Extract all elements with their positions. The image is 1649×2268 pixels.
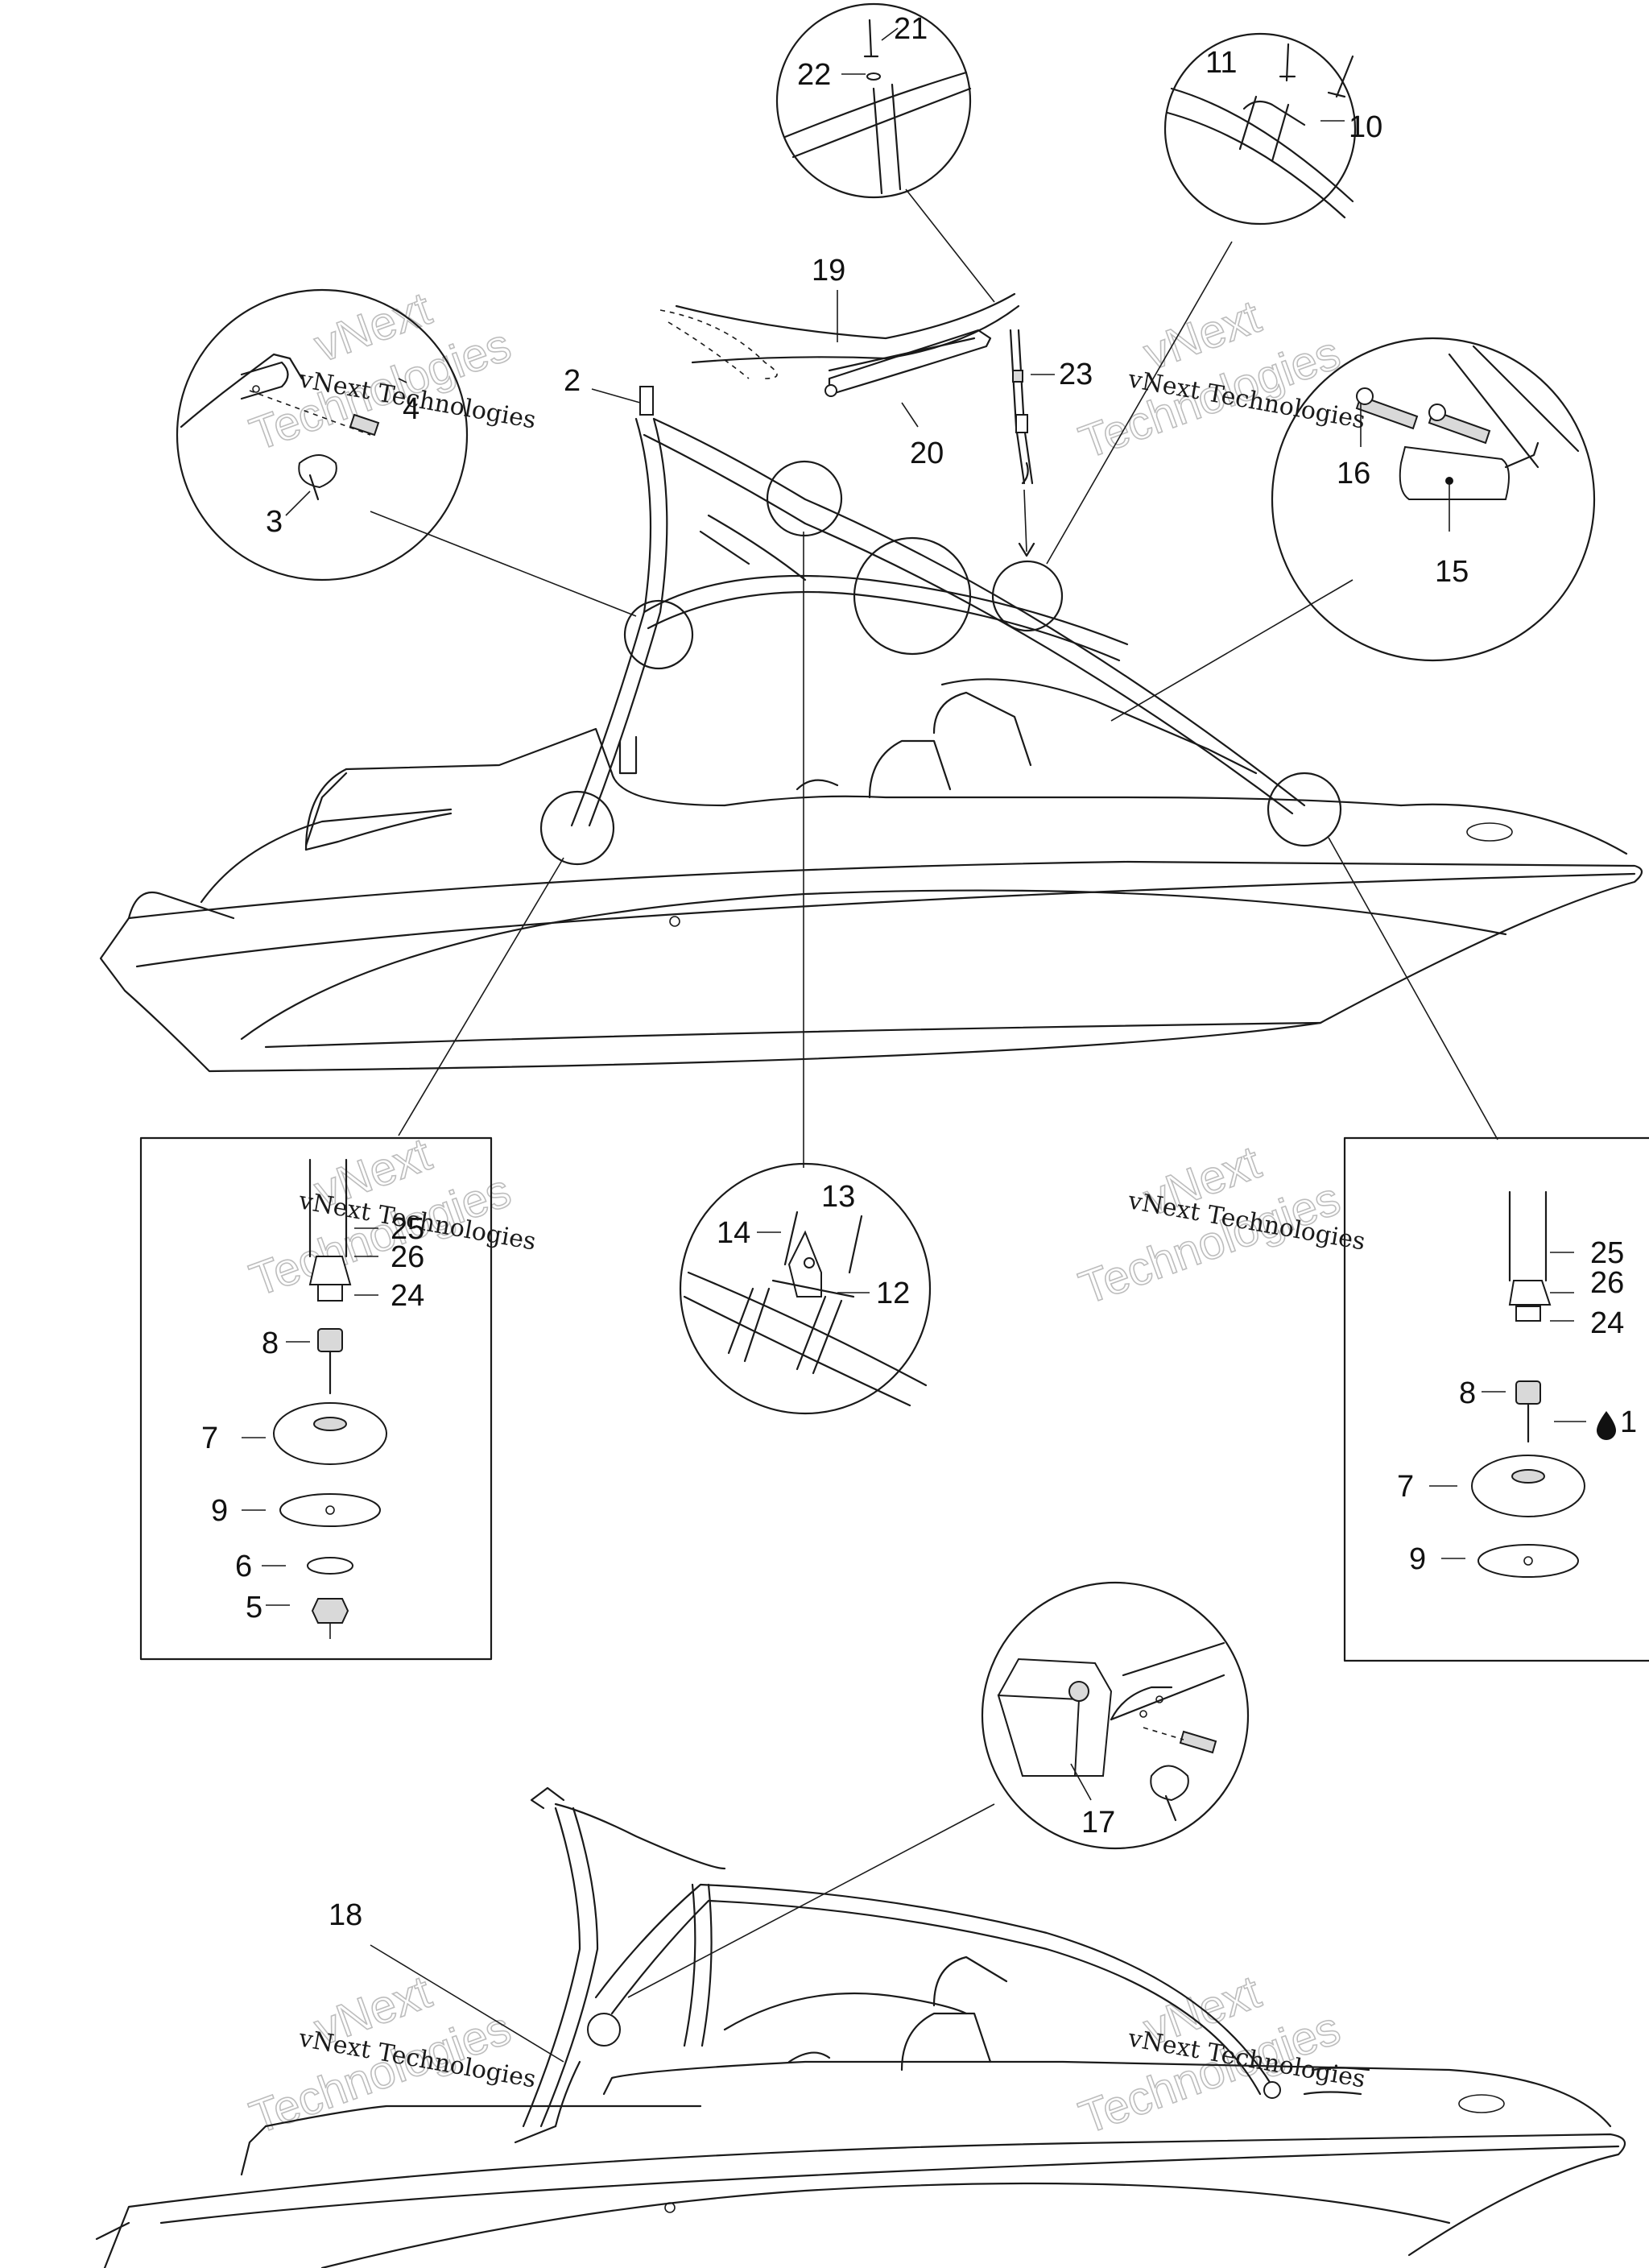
loctite-drop-icon — [1597, 1411, 1616, 1440]
callout-25: 25 — [1590, 1236, 1624, 1270]
detail-knob-bracket: 3 4 — [176, 288, 469, 581]
boat-top-view — [99, 386, 1643, 1073]
detail-ring — [766, 460, 843, 537]
callout-24: 24 — [391, 1279, 424, 1313]
leader-lines — [370, 188, 1498, 1168]
callout-4: 4 — [403, 392, 419, 426]
callout-10: 10 — [1349, 110, 1382, 144]
callout-26: 26 — [391, 1240, 424, 1274]
detail-bracket-rivets: 13 14 12 — [679, 1162, 932, 1415]
callout-23: 23 — [1059, 358, 1093, 391]
callout-8: 8 — [1459, 1376, 1476, 1410]
detail-ring — [853, 536, 972, 656]
callout-25: 25 — [391, 1212, 424, 1246]
callout-17: 17 — [1081, 1806, 1115, 1840]
bimini-top-parts: 19 20 23 2 — [564, 254, 1093, 557]
detail-box-left: 25 26 24 8 7 9 6 5 — [139, 1136, 493, 1661]
callout-19: 19 — [812, 254, 845, 288]
callout-20: 20 — [910, 437, 944, 470]
boat-bottom-view: 18 — [95, 1786, 1626, 2268]
callout-15: 15 — [1435, 555, 1469, 589]
detail-rivet-top: 21 22 — [775, 2, 972, 199]
callout-14: 14 — [717, 1216, 750, 1250]
detail-ring — [539, 790, 615, 866]
callout-12: 12 — [876, 1277, 910, 1310]
detail-mirror: 16 15 — [1271, 337, 1596, 662]
callout-11: 11 — [1205, 46, 1237, 80]
callout-2: 2 — [564, 364, 581, 398]
callout-16: 16 — [1337, 457, 1370, 490]
detail-clip-rivets: 11 10 — [1163, 32, 1382, 226]
callout-7: 7 — [201, 1422, 218, 1455]
callout-1: 1 — [1620, 1405, 1637, 1439]
callout-22: 22 — [797, 58, 831, 92]
detail-ring — [991, 560, 1064, 632]
callout-9: 9 — [1409, 1542, 1426, 1576]
detail-pad-knob: 17 — [981, 1581, 1250, 1850]
callout-5: 5 — [246, 1591, 262, 1624]
detail-ring — [623, 599, 694, 670]
callout-6: 6 — [235, 1550, 252, 1583]
callout-7: 7 — [1397, 1470, 1414, 1504]
callout-9: 9 — [211, 1494, 228, 1528]
callout-3: 3 — [266, 505, 283, 539]
callout-18: 18 — [329, 1898, 362, 1932]
detail-ring — [1267, 772, 1342, 847]
callout-21: 21 — [894, 12, 928, 46]
detail-box-right: 25 26 24 8 1 7 9 — [1343, 1136, 1649, 1662]
callout-8: 8 — [262, 1326, 279, 1360]
callout-26: 26 — [1590, 1266, 1624, 1300]
callout-13: 13 — [821, 1180, 855, 1214]
callout-24: 24 — [1590, 1306, 1624, 1340]
